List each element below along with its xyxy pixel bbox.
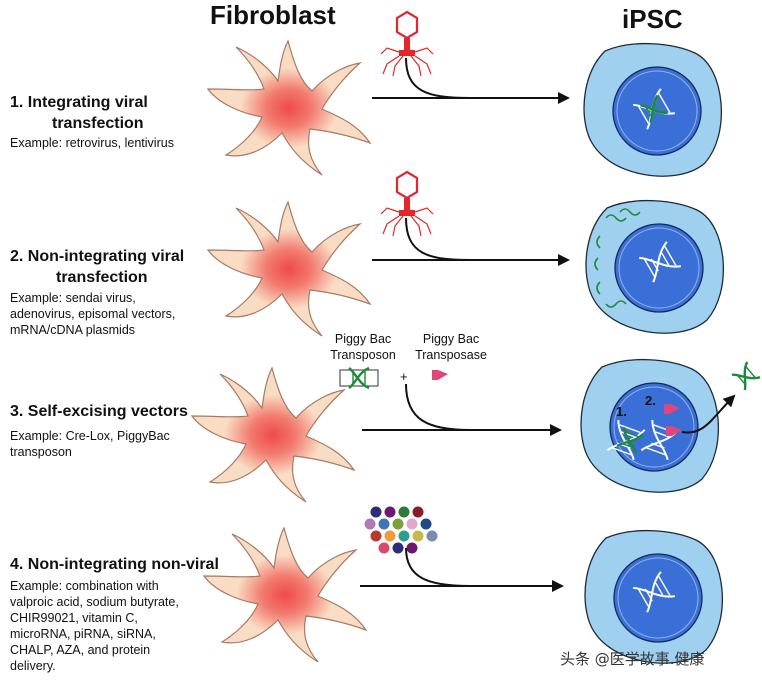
- method-1-title-line1: 1. Integrating viral: [10, 94, 148, 111]
- method-1-title-line2: transfection: [52, 115, 144, 132]
- cytoplasmic-rna-2: [594, 208, 641, 308]
- molecule-dot: [392, 518, 404, 530]
- transposase-bound-1: [664, 404, 680, 414]
- method-4-title: 4. Non-integrating non-viral: [10, 556, 219, 573]
- molecule-dot: [378, 518, 390, 530]
- molecule-dot: [370, 530, 382, 542]
- small-molecule-cluster: [364, 506, 438, 554]
- watermark: 头条 @医学故事.健康: [560, 650, 705, 668]
- molecule-dot: [398, 506, 410, 518]
- molecule-dot: [378, 542, 390, 554]
- fibroblast-header: Fibroblast: [210, 0, 336, 30]
- molecule-dot: [420, 518, 432, 530]
- plus-sign: +: [400, 369, 408, 384]
- transposase-icon: [432, 370, 448, 380]
- method-4-example: Example: combination with valproic acid,…: [10, 579, 179, 673]
- molecule-dot: [406, 518, 418, 530]
- molecule-dot: [384, 506, 396, 518]
- transposon-label: Piggy Bac Transposon: [330, 332, 396, 362]
- method-3-title: 3. Self-excising vectors: [10, 403, 188, 420]
- ipsc-header: iPSC: [622, 4, 683, 34]
- merge-curve-3: [405, 383, 471, 431]
- transposase-label: Piggy Bac Transposase: [415, 332, 487, 362]
- step-1-label: 1.: [616, 404, 627, 419]
- excision-arrow: [681, 394, 736, 434]
- fibroblast-cell-1: [207, 40, 371, 176]
- ipsc-cell-3: [580, 358, 720, 493]
- merge-curve-2: [405, 217, 471, 261]
- molecule-dot: [370, 506, 382, 518]
- fibroblast-cell-4: [203, 527, 367, 663]
- fibroblast-cell-2: [207, 201, 371, 337]
- fibroblast-cell-3: [191, 367, 355, 503]
- merge-curve-1: [405, 57, 471, 99]
- molecule-dot: [384, 530, 396, 542]
- molecule-dot: [406, 542, 418, 554]
- ipsc-cell-4: [584, 529, 724, 664]
- transposase-bound-2: [666, 426, 682, 436]
- method-2-title-line2: transfection: [56, 269, 148, 286]
- merge-curve-4: [405, 547, 471, 587]
- method-1-title: 1. Integrating viral transfection: [10, 92, 148, 134]
- molecule-dot: [412, 530, 424, 542]
- method-2-title-line1: 2. Non-integrating viral: [10, 248, 185, 265]
- transposon-icon: [339, 366, 379, 390]
- molecule-dot: [392, 542, 404, 554]
- method-1-example: Example: retrovirus, lentivirus: [10, 136, 174, 150]
- ipsc-cell-2: [585, 199, 725, 334]
- molecule-dot: [412, 506, 424, 518]
- molecule-dot: [364, 518, 376, 530]
- method-2-title: 2. Non-integrating viral transfection: [10, 246, 184, 288]
- excised-dna: [730, 360, 762, 392]
- molecule-dot: [398, 530, 410, 542]
- method-3-example: Example: Cre-Lox, PiggyBac transposon: [10, 429, 170, 459]
- molecule-dot: [426, 530, 438, 542]
- step-2-label: 2.: [645, 393, 656, 408]
- method-2-example: Example: sendai virus, adenovirus, episo…: [10, 291, 176, 337]
